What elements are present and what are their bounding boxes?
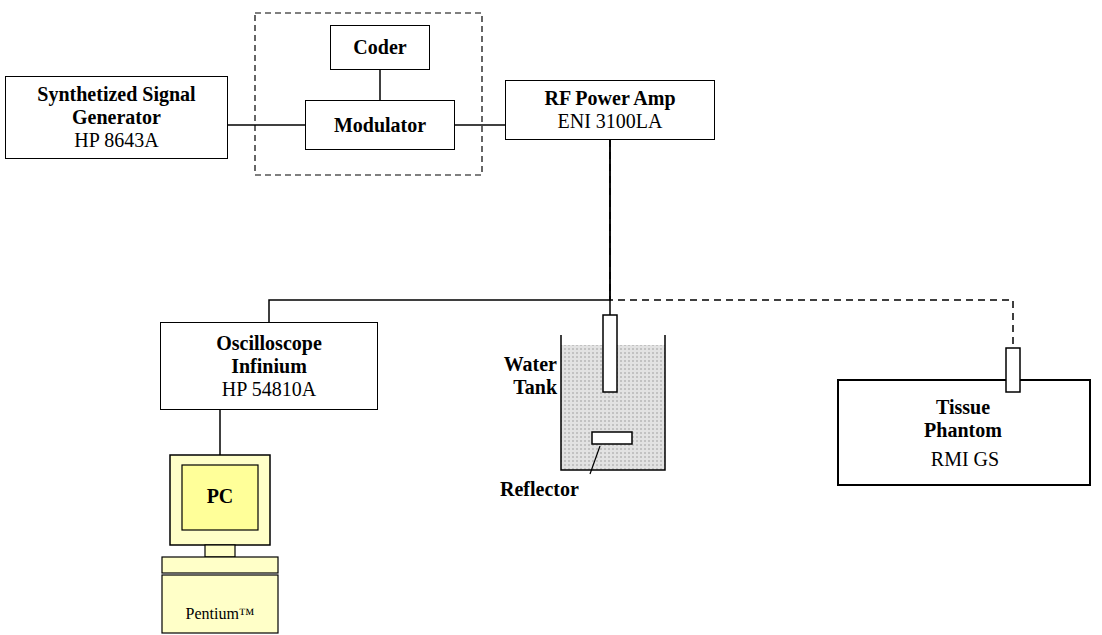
- transducer-probe: [603, 315, 617, 392]
- model-number: ENI 3100LA: [558, 110, 663, 133]
- tissue-phantom: Tissue PhantomRMI GS: [835, 348, 1095, 488]
- process-box: Modulator: [305, 100, 455, 150]
- signal-wire: [269, 140, 610, 322]
- device-box: Synthetized Signal GeneratorHP 8643A: [5, 76, 228, 159]
- device-box: RF Power AmpENI 3100LA: [505, 80, 715, 140]
- monitor-stand: [205, 545, 235, 557]
- device-name: Oscilloscope Infinium: [191, 332, 347, 378]
- screen-text: PC: [182, 485, 258, 508]
- model-number: HP 8643A: [74, 129, 158, 152]
- model-number: HP 54810A: [222, 378, 316, 401]
- part-label: Reflector: [500, 478, 579, 501]
- signal-wire: [609, 140, 611, 315]
- group-outline: [255, 13, 482, 175]
- process-box: Coder: [330, 25, 430, 70]
- device-name: RF Power Amp: [544, 87, 675, 110]
- model-number: RMI GS: [865, 448, 1065, 471]
- transducer-probe: [1006, 348, 1020, 392]
- dashed-wire: [610, 140, 1013, 348]
- signal-wire: [455, 124, 505, 126]
- signal-wire: [228, 124, 305, 126]
- monitor-body: [170, 455, 270, 545]
- case-text: Pentium™: [164, 605, 276, 623]
- device-box: Oscilloscope InfiniumHP 54810A: [160, 322, 378, 410]
- computer-case: [162, 575, 278, 633]
- phantom-outline: [838, 380, 1090, 485]
- device-name: Synthetized Signal Generator: [26, 83, 207, 129]
- signal-wire: [219, 410, 221, 455]
- keyboard: [162, 557, 278, 573]
- signal-wire: [379, 70, 381, 100]
- tank-name: Water Tank: [495, 353, 557, 399]
- reflector-plate: [592, 432, 632, 444]
- block-name: Coder: [353, 36, 406, 59]
- block-name: Modulator: [334, 114, 426, 137]
- computer-icon: PC Pentium™: [160, 455, 280, 633]
- leader-line: [590, 446, 600, 474]
- monitor-screen: [182, 465, 258, 530]
- device-name: Tissue Phantom: [908, 396, 1018, 442]
- water-tank: Water Tank: [495, 315, 675, 475]
